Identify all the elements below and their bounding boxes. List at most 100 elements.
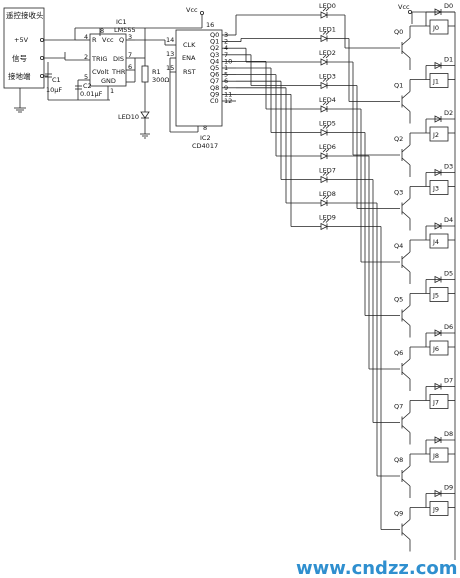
diode-label-9: D9 (444, 484, 453, 492)
relay-label-1: J1 (432, 78, 439, 86)
ic2-output-label-6: Q6 (210, 71, 219, 79)
ic1-pin-4: 4 (84, 33, 88, 41)
vcc-label-rail: Vcc (398, 3, 410, 11)
relay-label-9: J9 (432, 506, 439, 514)
diode-8 (434, 436, 442, 444)
relay-8 (429, 447, 449, 463)
relay-label-3: J3 (432, 185, 439, 193)
ic1-pin-5: 5 (84, 73, 88, 81)
diode-7 (434, 382, 442, 391)
ic2-output-label-3: Q3 (210, 51, 219, 59)
transistor-label-9: Q9 (394, 510, 403, 518)
transistor-label-3: Q3 (394, 189, 403, 197)
diode-2 (434, 115, 442, 123)
ic1-label-q: Q (119, 36, 124, 44)
relay-label-2: J2 (432, 131, 439, 139)
led-1 (320, 34, 328, 43)
diode-0 (434, 8, 442, 16)
ic1-label-cvolt: CVolt (92, 68, 109, 76)
diode-label-7: D7 (444, 377, 453, 385)
ic1-pin-2: 2 (84, 53, 88, 61)
ic2-output-label-4: Q4 (210, 57, 219, 65)
diode-label-8: D8 (444, 430, 453, 438)
c2-value: 0.01μF (80, 90, 103, 98)
led-label-9: LED9 (319, 214, 336, 222)
ic2-output-pin-2: 4 (224, 44, 228, 52)
relay-4 (429, 233, 449, 249)
led-label-5: LED5 (319, 120, 336, 128)
ic2-output-pin-3: 7 (224, 51, 228, 59)
ic2-pin-16: 16 (206, 21, 214, 29)
transistor-label-7: Q7 (394, 403, 403, 411)
led-label-1: LED1 (319, 26, 336, 34)
receiver-plus5v: +5V (14, 36, 29, 44)
led-6 (320, 152, 328, 160)
ic1-pin-3: 3 (128, 33, 132, 41)
relay-6 (429, 340, 449, 356)
relay-9 (429, 501, 449, 516)
c1-name: C1 (52, 76, 61, 84)
ic1-label-dis: DIS (113, 55, 124, 63)
diode-5 (434, 275, 442, 284)
ic2-label-rst: RST (183, 68, 196, 76)
transistor-label-0: Q0 (394, 28, 403, 36)
led-label-7: LED7 (319, 167, 336, 175)
relay-label-0: J0 (432, 24, 439, 32)
diode-6 (434, 329, 442, 337)
c2-name: C2 (83, 82, 92, 90)
ic1-pin-1: 1 (110, 87, 114, 95)
relay-label-7: J7 (432, 399, 439, 407)
vcc-label-ic2: Vcc (186, 6, 198, 14)
ic2-output-label-9: Q9 (210, 90, 219, 98)
ic2-pin-13: 13 (166, 50, 174, 58)
led-label-4: LED4 (319, 96, 336, 104)
relay-label-5: J5 (432, 292, 439, 300)
transistor-label-1: Q1 (394, 82, 403, 90)
led-7 (320, 175, 328, 184)
ic2-output-pin-10: 12 (224, 97, 232, 105)
diode-label-6: D6 (444, 323, 453, 331)
led-9 (320, 222, 328, 231)
ic2-output-label-5: Q5 (210, 64, 219, 72)
receiver-title: 遥控接收头 (6, 10, 44, 20)
ic1-name: IC1 (116, 18, 127, 26)
ic1-label-r: R (92, 36, 97, 44)
led-4 (320, 105, 328, 113)
ic1-pin-6: 6 (128, 63, 132, 71)
led-label-6: LED6 (319, 143, 336, 151)
ic1-label-gnd: GND (101, 77, 116, 85)
diode-3 (434, 168, 442, 177)
diode-9 (434, 489, 442, 498)
ic2-pin-14: 14 (166, 36, 174, 44)
ic1-part: LM555 (114, 26, 136, 34)
ic2-output-label-0: Q0 (210, 31, 219, 39)
ic1-pin-7: 7 (128, 51, 132, 59)
r1-name: R1 (152, 68, 161, 76)
relay-label-6: J6 (432, 345, 439, 353)
diode-label-5: D5 (444, 270, 453, 278)
ic2-output-label-2: Q2 (210, 44, 219, 52)
diode-label-0: D0 (444, 2, 453, 10)
transistor-label-2: Q2 (394, 135, 403, 143)
ic2-output-label-7: Q7 (210, 77, 219, 85)
ic1-pin-8: 8 (100, 27, 104, 35)
led-label-8: LED8 (319, 190, 336, 198)
diode-label-1: D1 (444, 56, 453, 64)
relay-1 (429, 73, 449, 88)
relay-7 (429, 394, 449, 409)
ic1-label-trig: TRIG (91, 55, 107, 63)
ic2-output-label-1: Q1 (210, 38, 219, 46)
diode-1 (434, 61, 442, 70)
led-label-2: LED2 (319, 49, 336, 57)
ic2-name: IC2 (200, 134, 211, 142)
ic1-label-thr: THR (111, 68, 126, 76)
relay-2 (429, 126, 449, 142)
c1-value: 10μF (46, 86, 62, 94)
ic2-output-pin-8: 9 (224, 84, 228, 92)
led-5 (320, 128, 328, 137)
receiver-ground: 接地端 (8, 71, 31, 81)
relay-label-8: J8 (432, 452, 439, 460)
ic2-pin-8: 8 (203, 124, 207, 132)
ic2-output-pin-7: 6 (224, 77, 228, 85)
